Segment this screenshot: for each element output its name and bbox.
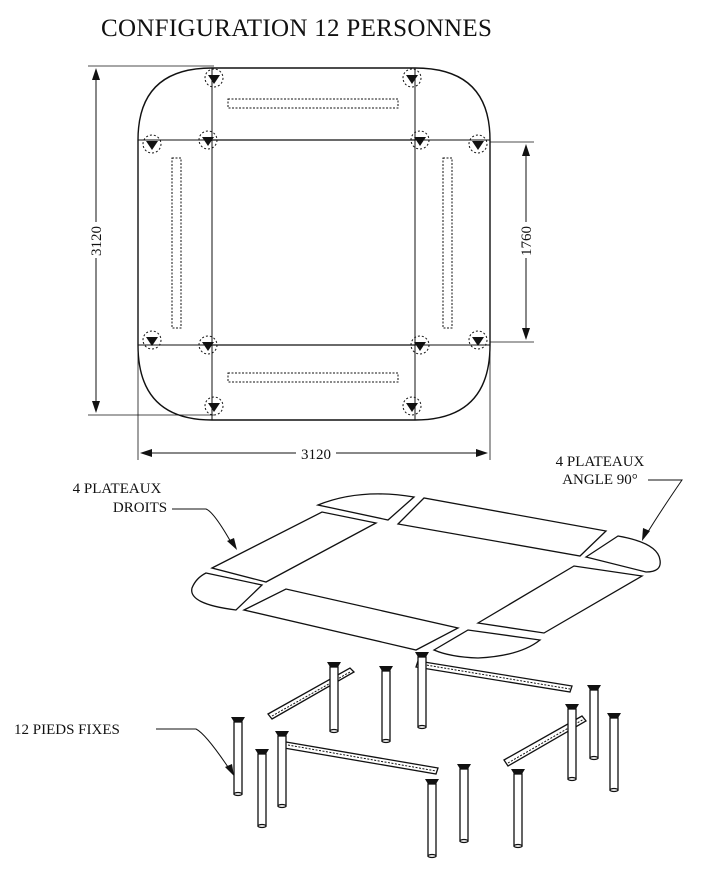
leg	[327, 662, 341, 734]
leg-fitting	[468, 330, 488, 350]
callout-legs-label: 12 PIEDS FIXES	[14, 722, 120, 738]
leg-fitting	[410, 130, 430, 150]
rail	[283, 741, 439, 775]
dimension-label-inner: 1760	[519, 226, 535, 256]
rail	[503, 715, 587, 767]
dimension-label-height: 3120	[89, 226, 105, 256]
top-view: 3120 1760 3120	[87, 65, 535, 463]
rail-bottom	[227, 372, 399, 383]
callout-straight-plates: 4 PLATEAUX DROITS	[73, 481, 237, 550]
plate-straight-back	[396, 497, 608, 557]
leg	[255, 749, 269, 829]
leg	[511, 769, 525, 849]
leg-fitting	[142, 330, 162, 350]
dimension-label-width: 3120	[301, 447, 331, 463]
leg-fitting	[204, 396, 224, 416]
plate-straight-left	[210, 511, 378, 583]
leg-fitting	[410, 335, 430, 355]
plate-straight-front	[242, 588, 460, 651]
leg	[275, 731, 289, 809]
dimension-overall-width: 3120	[137, 345, 491, 463]
dimension-overall-height: 3120	[87, 65, 214, 416]
leg-fitting	[468, 134, 488, 154]
callout-straight-line2: DROITS	[113, 500, 167, 516]
rail-right	[442, 157, 453, 329]
leg	[565, 704, 579, 782]
rail	[415, 660, 573, 693]
rail-top	[227, 98, 399, 109]
callout-corner-plates: 4 PLATEAUX ANGLE 90°	[556, 454, 683, 541]
callout-legs: 12 PIEDS FIXES	[14, 722, 234, 776]
leg-fitting	[204, 68, 224, 88]
leg-fitting	[142, 134, 162, 154]
rail-left	[171, 157, 182, 329]
plate-straight-right	[476, 565, 644, 634]
dimension-inner-span: 1760	[490, 141, 535, 343]
leg	[231, 717, 245, 797]
table-outline	[137, 67, 491, 421]
leg	[415, 652, 429, 730]
leg	[425, 779, 439, 859]
leg	[379, 666, 393, 744]
plate-corner-left	[191, 572, 264, 611]
rail	[267, 667, 356, 720]
callout-straight-line1: 4 PLATEAUX	[73, 481, 162, 497]
leg-fitting	[198, 130, 218, 150]
plate-corner-right	[584, 535, 661, 573]
plate-joint-lines	[138, 68, 490, 420]
callout-corner-line1: 4 PLATEAUX	[556, 454, 645, 470]
leg	[607, 713, 621, 793]
exploded-plates	[191, 493, 661, 659]
callout-corner-line2: ANGLE 90°	[562, 472, 638, 488]
diagram-title: CONFIGURATION 12 PERSONNES	[101, 15, 492, 42]
legs	[231, 652, 621, 859]
plate-corner-back-left	[315, 493, 416, 521]
leg-fitting	[402, 396, 422, 416]
leg-fitting	[402, 68, 422, 88]
leg	[457, 764, 471, 844]
exploded-rails	[267, 660, 587, 775]
leg-fitting	[198, 335, 218, 355]
plate-corner-front	[432, 629, 542, 659]
leg	[587, 685, 601, 761]
